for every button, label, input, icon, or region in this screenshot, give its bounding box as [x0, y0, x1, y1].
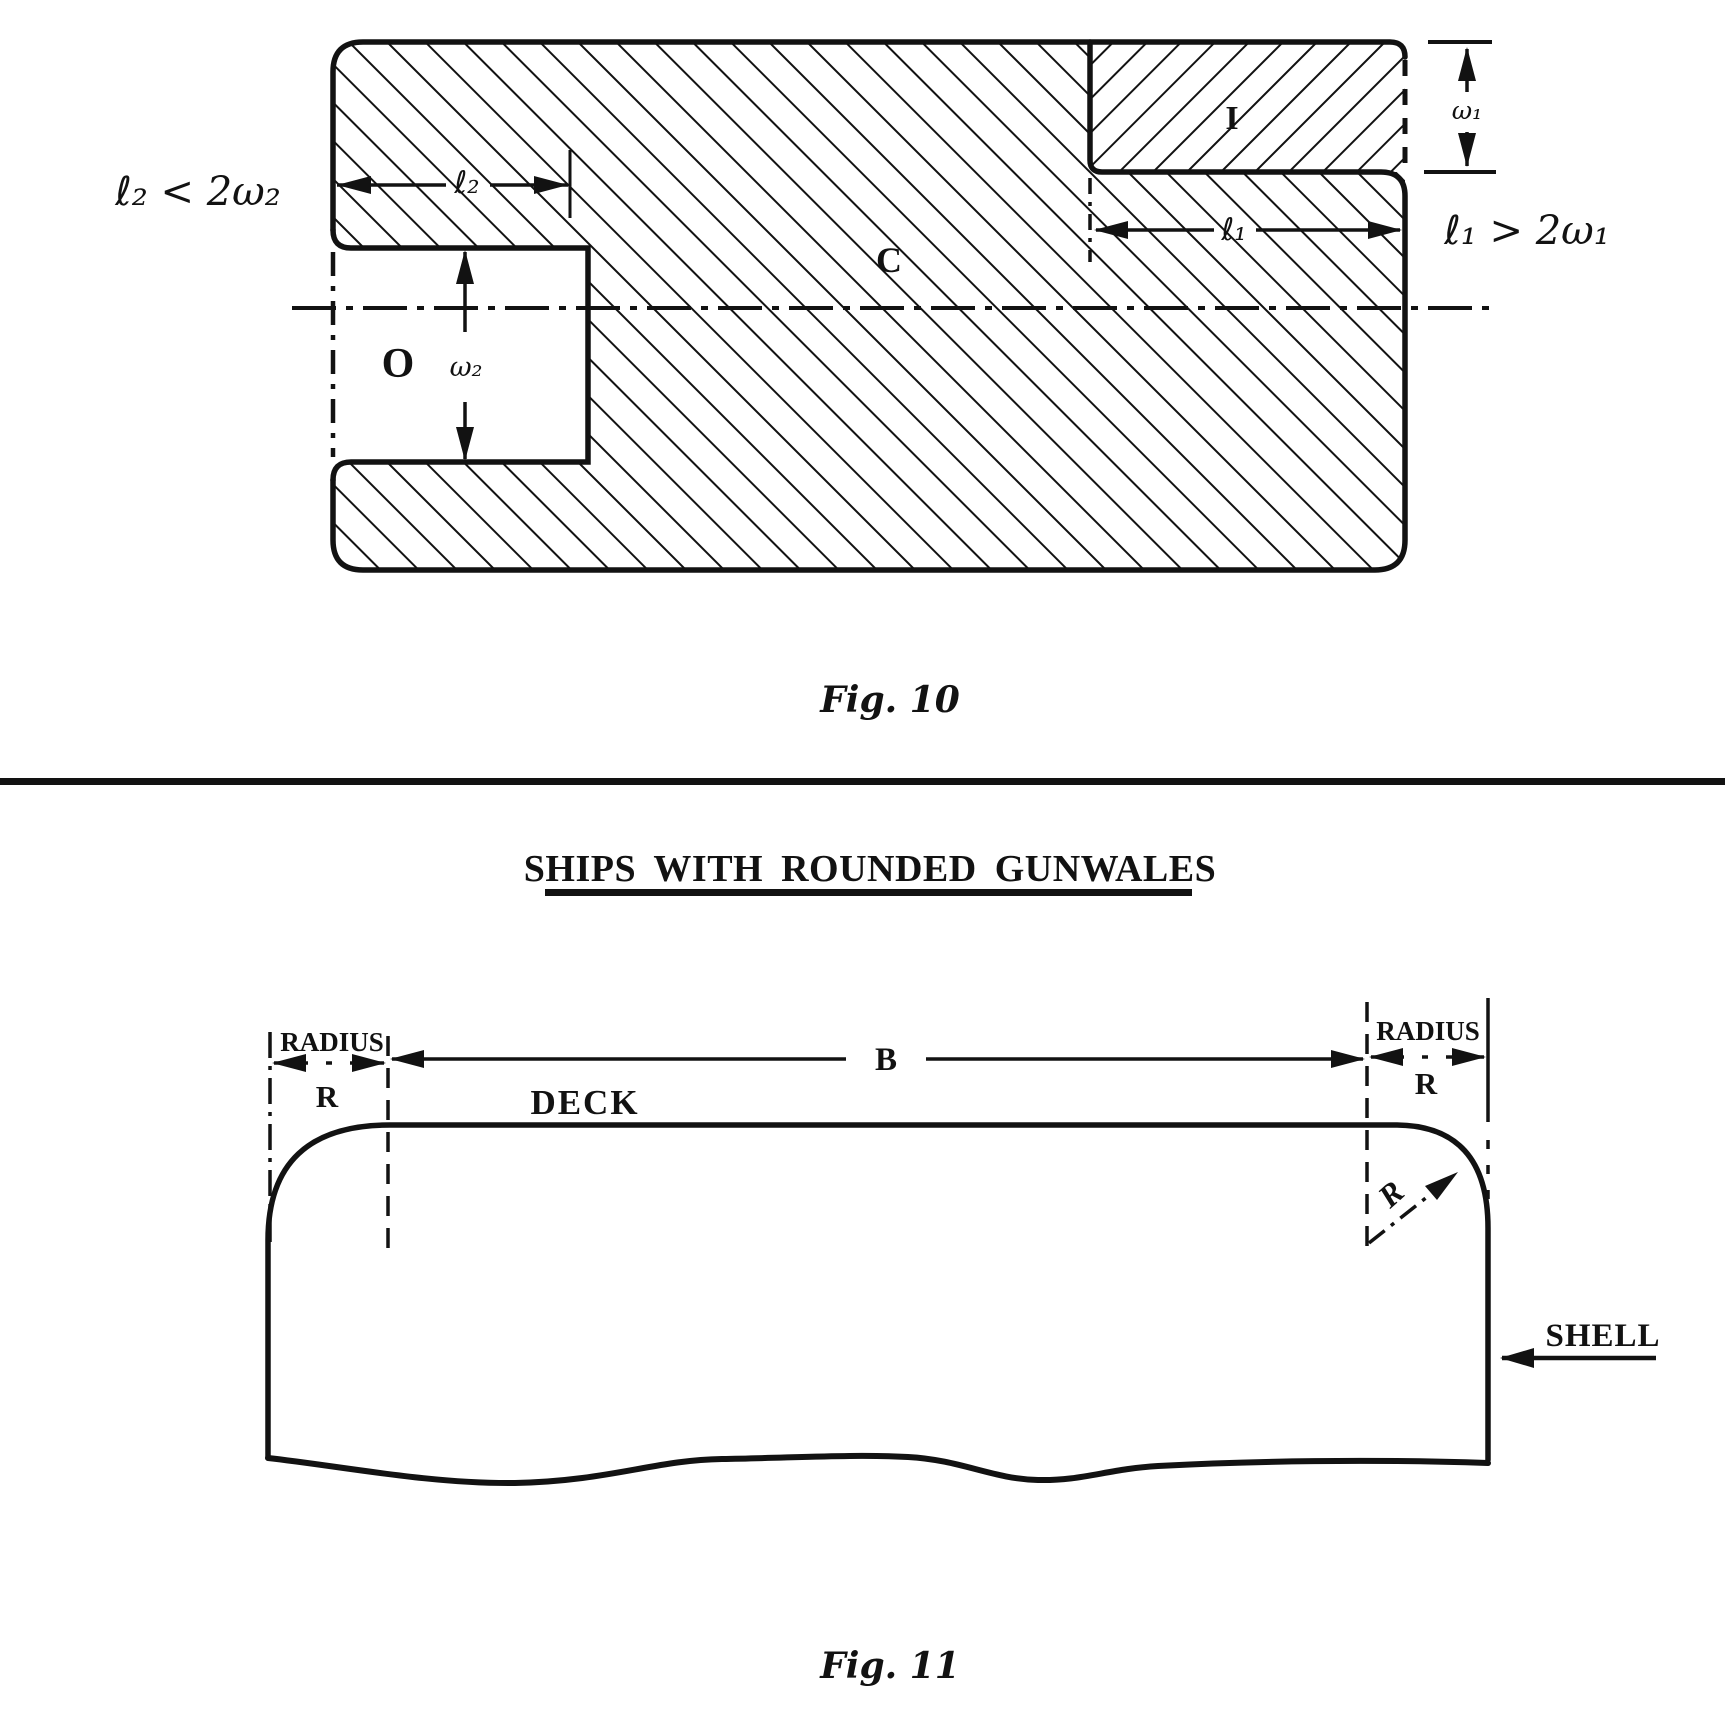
- fig11-hull-outline: [265, 1122, 1491, 1463]
- fig11-shell-label: SHELL: [1545, 1318, 1660, 1354]
- fig10-recess-hatch: [1090, 42, 1405, 172]
- fig11-radius-right-label: RADIUS: [1376, 1016, 1480, 1046]
- fig11-b-arrow-right: [1331, 1050, 1365, 1068]
- fig11-corner-r-label: R: [1370, 1173, 1411, 1215]
- fig11-shell-arrowhead: [1500, 1348, 1534, 1368]
- fig11-radius-left-arrow-right: [352, 1054, 386, 1072]
- fig11-radius-right-arrow-left: [1369, 1048, 1403, 1066]
- heading-underline: [545, 889, 1192, 896]
- fig10-caption: Fig. 10: [819, 679, 960, 721]
- fig10-w1-arrow-up: [1458, 47, 1476, 81]
- fig11-corner-radius-arrowhead: [1425, 1172, 1458, 1200]
- fig10-w2-label: ω₂: [450, 352, 483, 383]
- fig11-b-arrow-left: [390, 1050, 424, 1068]
- section-heading: SHIPS WITH ROUNDED GUNWALES: [524, 848, 1216, 890]
- fig10-notch-outline: [330, 227, 591, 483]
- fig10-l1-label: ℓ₁: [1220, 212, 1246, 248]
- fig10-l2-arrow-left: [337, 176, 371, 194]
- fig11-radius-left-arrow-left: [272, 1054, 306, 1072]
- section-divider: [0, 778, 1725, 785]
- fig10-left-condition-label: ℓ₂ < 2ω₂: [114, 169, 281, 215]
- fig10-l2-arrow-right: [534, 176, 568, 194]
- fig10-right-condition-label: ℓ₁ > 2ω₁: [1443, 208, 1610, 254]
- fig11-caption: Fig. 11: [819, 1645, 960, 1687]
- fig10: ℓ₂ < 2ω₂ ℓ₂ O ω₂ C I ω₁ ℓ₁ ℓ₁ > 2ω₁ Fig.…: [114, 39, 1610, 721]
- fig11-deck-label: DECK: [530, 1083, 639, 1122]
- fig11-r-left-label: R: [316, 1079, 339, 1114]
- fig10-i-label: I: [1225, 100, 1238, 137]
- fig10-o-label: O: [382, 341, 415, 387]
- fig11-radius-right-arrow-right: [1452, 1048, 1486, 1066]
- fig10-l2-label: ℓ₂: [453, 165, 479, 201]
- fig10-l1-arrow-left: [1094, 221, 1128, 239]
- fig10-w1-label: ω₁: [1452, 96, 1482, 125]
- fig10-w2-arrow-up: [456, 250, 474, 284]
- fig10-w2-arrow-down: [456, 427, 474, 461]
- fig10-c-label: C: [876, 240, 902, 280]
- fig11-b-label: B: [875, 1042, 897, 1078]
- fig10-outline: [330, 39, 1408, 233]
- fig10-w1-arrow-down: [1458, 133, 1476, 167]
- fig10-outline-right-bottom: [330, 39, 1408, 573]
- fig11: RADIUS R B DECK RADIUS R R SHELL Fig. 11: [265, 998, 1660, 1687]
- fig11-r-right-label: R: [1415, 1066, 1438, 1101]
- fig10-l1-arrow-right: [1368, 221, 1402, 239]
- fig11-wavy-bottom: [265, 1452, 1491, 1487]
- fig11-radius-left-label: RADIUS: [280, 1027, 384, 1057]
